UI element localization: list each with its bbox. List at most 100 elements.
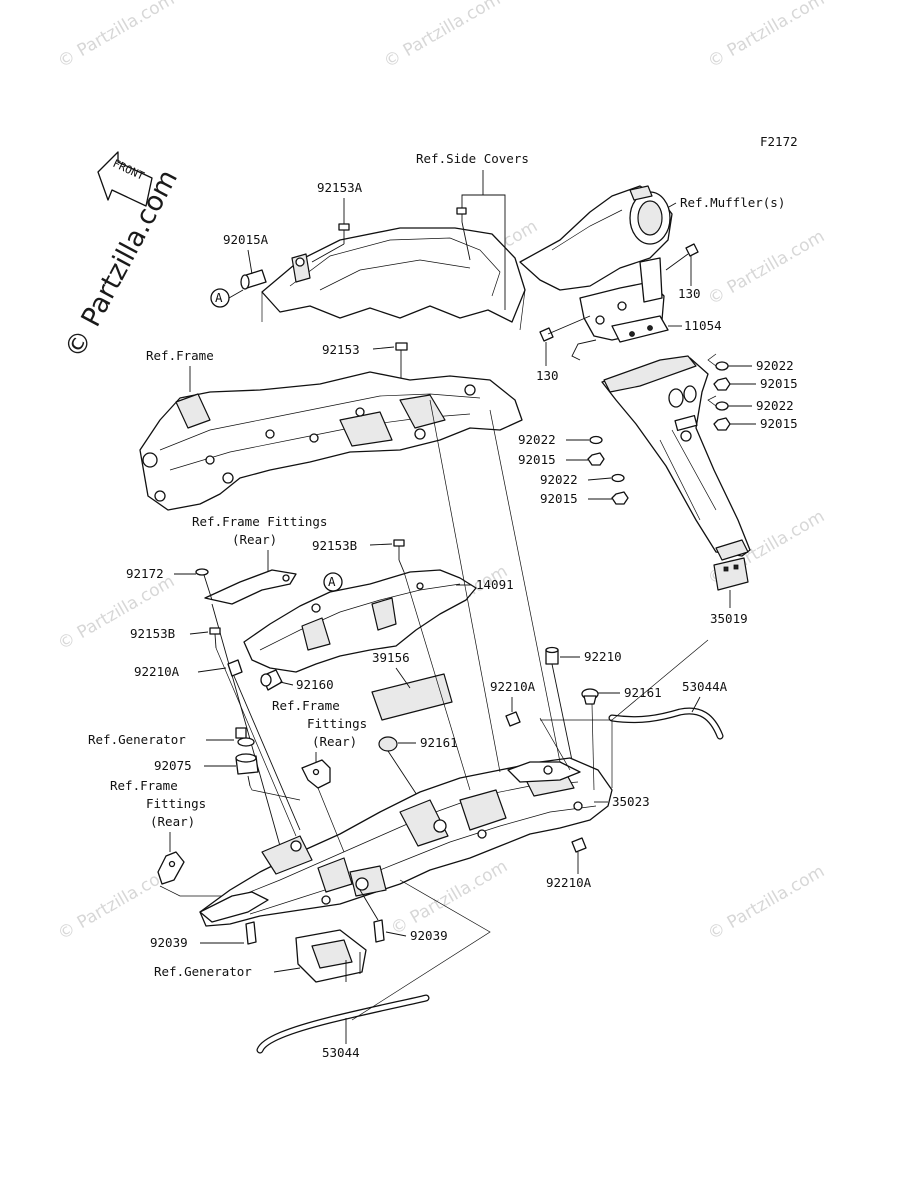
watermark: © Partzilla.com — [381, 0, 505, 72]
ref-label: Ref.Generator — [154, 964, 252, 979]
figure-code: F2172 — [760, 134, 798, 149]
part-label: 92153 — [322, 342, 360, 357]
part-label: 53044 — [322, 1045, 360, 1060]
part-label: 92015 — [540, 491, 578, 506]
inner-fender-35023 — [199, 757, 613, 927]
part-label: 130 — [536, 368, 559, 383]
watermark: © Partzilla.com — [705, 226, 829, 309]
muffler — [519, 185, 673, 291]
seat-cowl — [261, 227, 526, 331]
rear-frame — [139, 371, 523, 511]
bolt-92153B-icon — [209, 627, 221, 649]
part-label: 92210A — [490, 679, 536, 694]
generator-bracket — [295, 929, 367, 983]
ref-label: (Rear) — [150, 814, 195, 829]
bolt-130-icon — [665, 243, 699, 271]
part-label: 92153B — [312, 538, 357, 553]
clip-92039-icon — [373, 919, 385, 943]
part-label: 92075 — [154, 758, 192, 773]
bracket-11054 — [611, 315, 669, 343]
part-label: 92153B — [130, 626, 175, 641]
pad-39156 — [371, 673, 453, 721]
part-label: 92022 — [756, 398, 794, 413]
bolt-92153-icon — [395, 342, 408, 366]
part-label: 92172 — [126, 566, 164, 581]
watermark: © Partzilla.com — [705, 0, 829, 72]
clip-92039-icon — [245, 921, 257, 945]
ref-label: (Rear) — [312, 734, 357, 749]
screw-icon — [195, 568, 213, 601]
part-label: 35023 — [612, 794, 650, 809]
watermark: © Partzilla.com — [55, 571, 179, 654]
part-label: 35019 — [710, 611, 748, 626]
part-label: 92161 — [420, 735, 458, 750]
hose-53044 — [256, 994, 430, 1054]
license-plate-bracket — [601, 355, 751, 561]
part-label: 92015 — [760, 416, 798, 431]
frame-fitting-bracket — [204, 569, 297, 605]
washer-icon — [715, 401, 729, 411]
ref-label: Fittings — [146, 796, 206, 811]
washer-icon — [611, 473, 625, 483]
part-label: 92015 — [760, 376, 798, 391]
collar-92210A-icon — [571, 837, 587, 853]
part-label: 92161 — [624, 685, 662, 700]
part-label: 14091 — [476, 577, 514, 592]
part-label: 53044A — [682, 679, 728, 694]
collar-92210A-icon — [227, 659, 243, 677]
fender-front-extension — [199, 891, 269, 923]
part-label: 92210 — [584, 649, 622, 664]
washer-icon — [715, 361, 729, 371]
watermark: © Partzilla.com — [705, 861, 829, 944]
bolt-icon — [235, 727, 255, 747]
collar-92210A-icon — [505, 711, 521, 727]
part-label: 11054 — [684, 318, 722, 333]
nut-icon — [713, 377, 731, 391]
nut-icon — [611, 491, 629, 505]
watermark: © Partzilla.com — [55, 0, 179, 72]
part-label: 92210A — [134, 664, 180, 679]
bolt-92153B-icon — [393, 539, 405, 560]
part-label: 39156 — [372, 650, 410, 665]
part-label: 92160 — [296, 677, 334, 692]
ref-circle-label: A — [328, 574, 336, 589]
ref-label: Ref.Frame — [110, 778, 178, 793]
grommet-92161-icon — [378, 736, 398, 752]
part-label: 92210A — [546, 875, 592, 890]
collar-92015A-icon — [240, 269, 267, 290]
grommet-92161-icon — [581, 688, 599, 705]
part-label: 92015 — [518, 452, 556, 467]
part-label: 92022 — [518, 432, 556, 447]
ref-label: Ref.Frame Fittings — [192, 514, 327, 529]
screw-icon — [456, 207, 467, 222]
nut-icon — [587, 452, 605, 466]
ref-label: Ref.Frame — [146, 348, 214, 363]
nut-icon — [713, 417, 731, 431]
damper-92075-icon — [235, 753, 259, 775]
tube-53044A — [608, 707, 724, 740]
part-label: 92022 — [756, 358, 794, 373]
ref-label: Ref.Side Covers — [416, 151, 529, 166]
ref-label: Ref.Muffler(s) — [680, 195, 785, 210]
part-label: 130 — [678, 286, 701, 301]
collar-92210-icon — [545, 646, 559, 665]
ref-circle-label: A — [215, 290, 223, 305]
part-label: 92153A — [317, 180, 363, 195]
frame-fitting-bracket — [157, 851, 185, 885]
ref-label: Fittings — [307, 716, 367, 731]
part-label: 92039 — [410, 928, 448, 943]
damper-92160-icon — [260, 669, 283, 691]
part-label: 92015A — [223, 232, 269, 247]
washer-icon — [589, 435, 603, 445]
ref-label: Ref.Frame — [272, 698, 340, 713]
bolt-130-icon — [539, 315, 591, 342]
front-arrow-icon: FRONT — [97, 151, 153, 207]
part-label: 92022 — [540, 472, 578, 487]
frame-fitting-bracket — [301, 759, 331, 789]
ref-label: Ref.Generator — [88, 732, 186, 747]
part-label: 92039 — [150, 935, 188, 950]
ref-circle-icon — [323, 572, 343, 592]
ref-label: (Rear) — [232, 532, 277, 547]
